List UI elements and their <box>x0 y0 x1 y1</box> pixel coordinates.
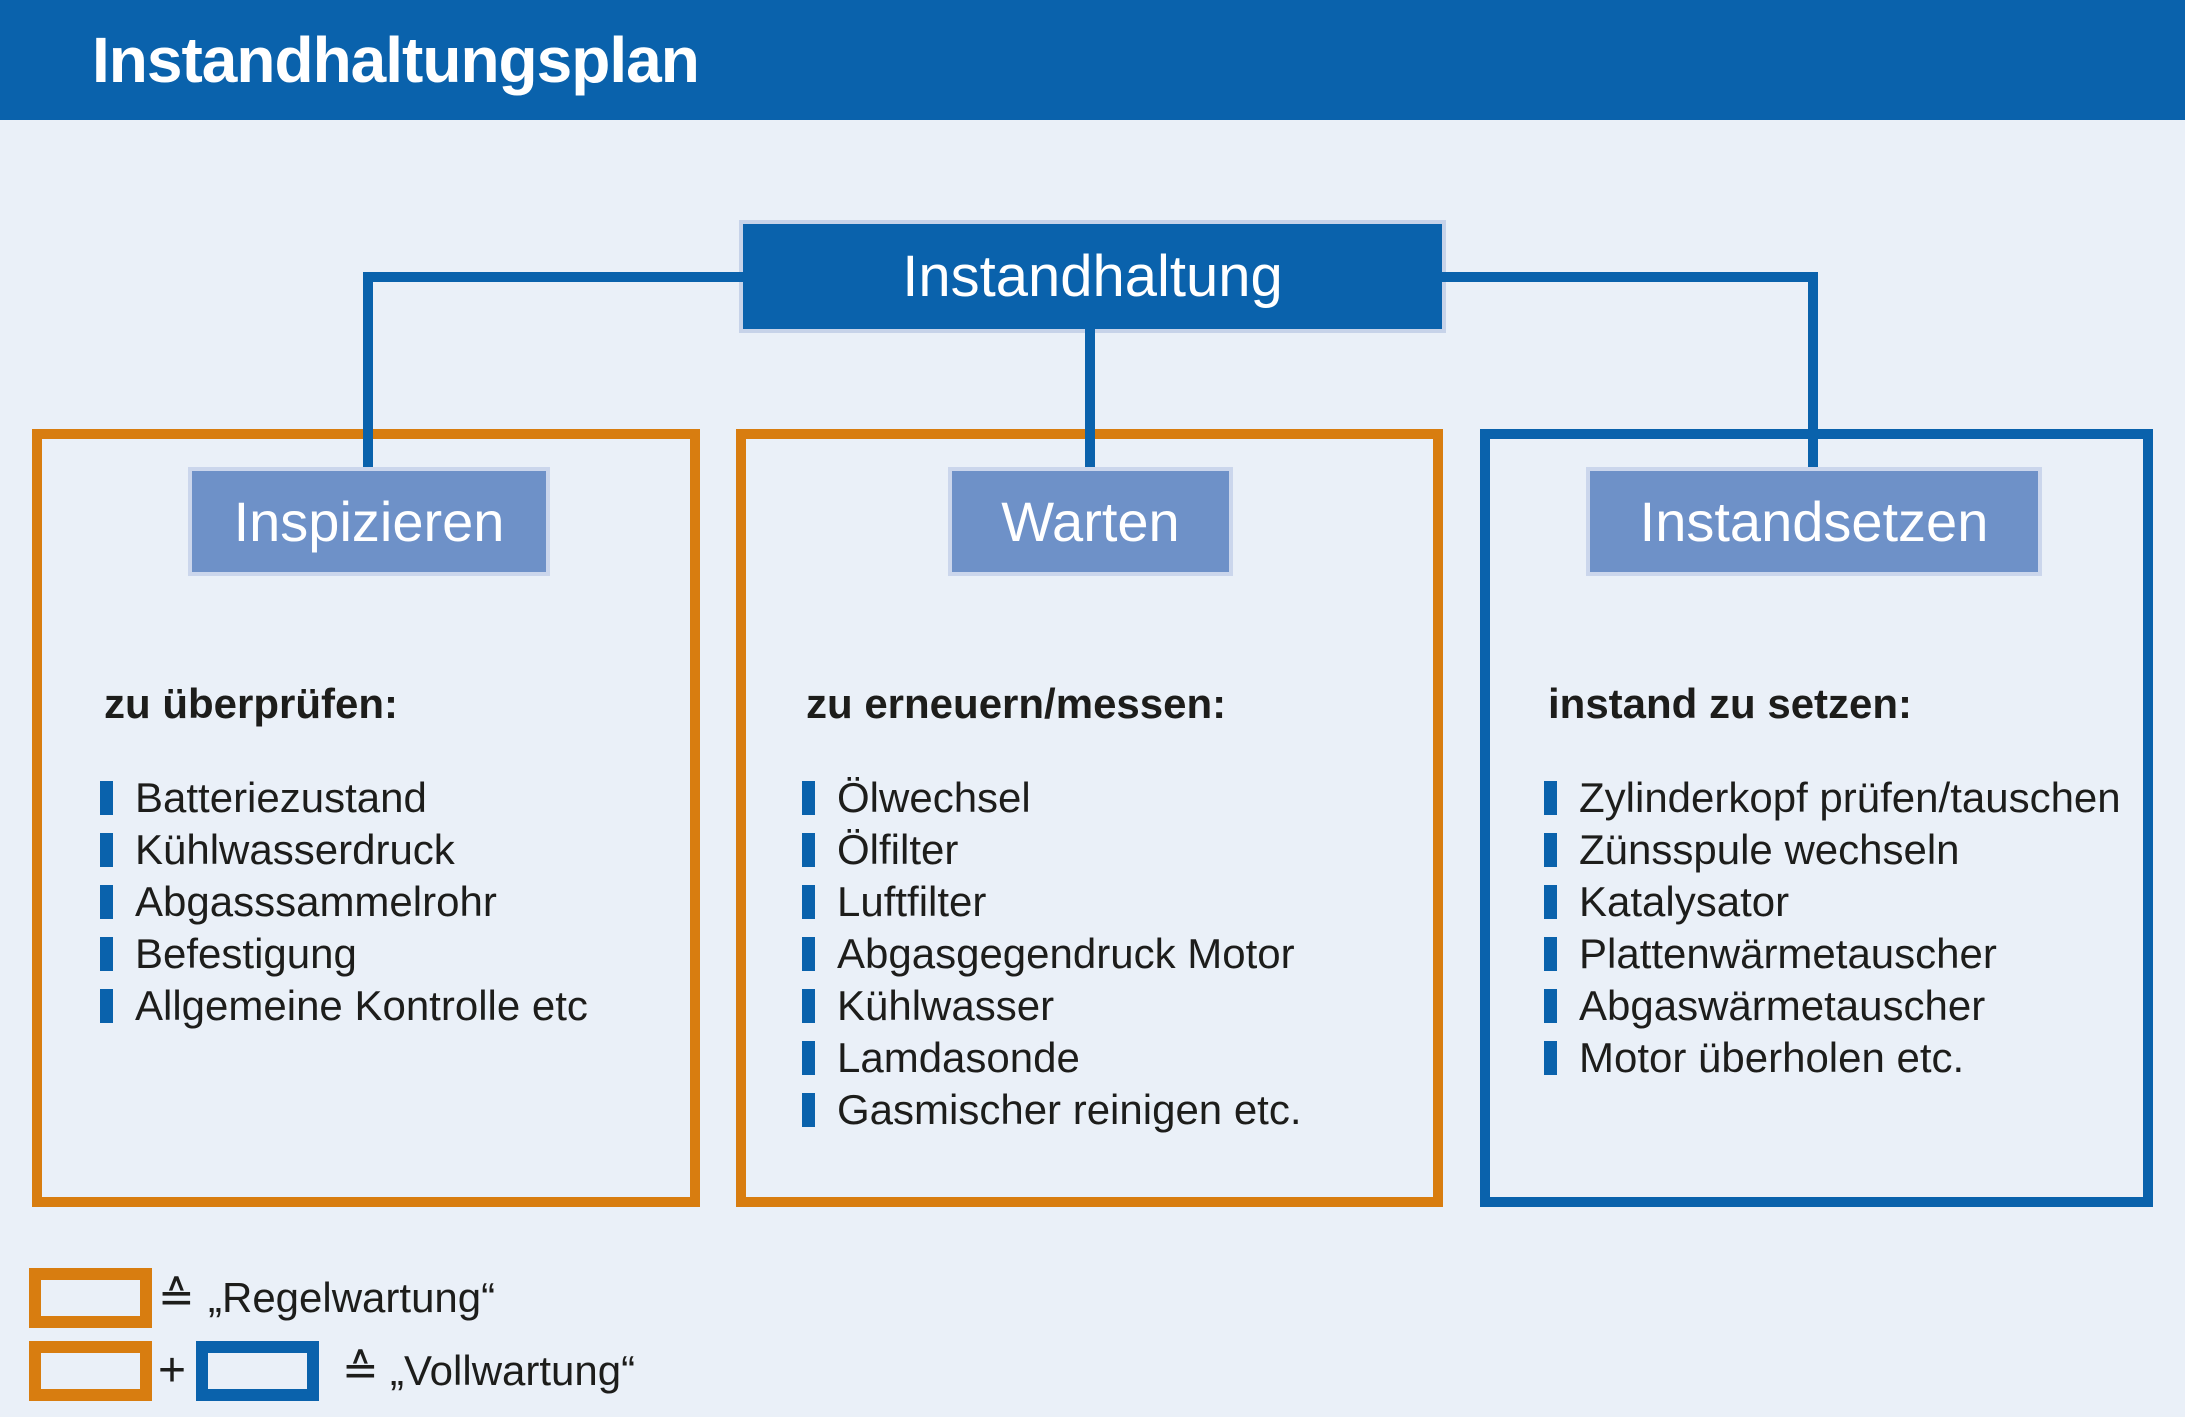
list-item: Abgaswärmetauscher <box>1544 980 2121 1032</box>
list-title-warten: zu erneuern/messen: <box>806 680 1227 727</box>
list-item-label: Gasmischer reinigen etc. <box>837 1086 1302 1133</box>
list-item-label: Plattenwärmetauscher <box>1579 930 1997 977</box>
list-item: Abgasssammelrohr <box>100 876 588 928</box>
list-item-label: Allgemeine Kontrolle etc <box>135 982 588 1029</box>
bullet-icon <box>100 937 113 971</box>
list-item-label: Zylinderkopf prüfen/tauschen <box>1579 774 2121 821</box>
column-header-label: Warten <box>1001 490 1180 553</box>
list-item-label: Lamdasonde <box>837 1034 1080 1081</box>
bullet-icon <box>802 937 815 971</box>
maintenance-list-inspizieren: Batteriezustand Kühlwasserdruck Abgasssa… <box>100 772 588 1032</box>
legend-orange-box <box>29 1341 152 1401</box>
list-item-label: Abgasssammelrohr <box>135 878 497 925</box>
maintenance-list-warten: Ölwechsel Ölfilter Luftfilter Abgasgegen… <box>802 772 1302 1136</box>
root-node-label: Instandhaltung <box>902 244 1283 309</box>
bullet-icon <box>100 885 113 919</box>
list-item-label: Kühlwasser <box>837 982 1055 1029</box>
legend-orange-box <box>29 1268 152 1328</box>
bullet-icon <box>1544 781 1557 815</box>
list-item: Kühlwasser <box>802 980 1302 1032</box>
bullet-icon <box>100 989 113 1023</box>
list-item: Kühlwasserdruck <box>100 824 588 876</box>
list-item-label: Abgasgegendruck Motor <box>837 930 1295 977</box>
list-item-label: Katalysator <box>1579 878 1790 925</box>
column-header-label: Inspizieren <box>233 490 505 553</box>
connector-vertical-middle <box>1085 329 1095 472</box>
list-item: Gasmischer reinigen etc. <box>802 1084 1302 1136</box>
corresponds-symbol-icon: ≙ <box>158 1273 195 1322</box>
list-item: Plattenwärmetauscher <box>1544 928 2121 980</box>
list-item: Lamdasonde <box>802 1032 1302 1084</box>
list-item: Batteriezustand <box>100 772 588 824</box>
list-item-label: Kühlwasserdruck <box>135 826 455 873</box>
root-node: Instandhaltung <box>739 220 1446 333</box>
list-item-label: Luftfilter <box>837 878 987 925</box>
bullet-icon <box>802 781 815 815</box>
bullet-icon <box>1544 989 1557 1023</box>
bullet-icon <box>802 885 815 919</box>
list-item: Katalysator <box>1544 876 2121 928</box>
list-item: Ölwechsel <box>802 772 1302 824</box>
list-item: Zünsspule wechseln <box>1544 824 2121 876</box>
column-header-label: Instandsetzen <box>1639 490 1989 553</box>
list-item: Allgemeine Kontrolle etc <box>100 980 588 1032</box>
list-title-inspizieren: zu überprüfen: <box>104 680 398 727</box>
list-item: Ölfilter <box>802 824 1302 876</box>
column-header-warten: Warten <box>948 467 1233 576</box>
bullet-icon <box>802 833 815 867</box>
list-item-label: Zünsspule wechseln <box>1579 826 1960 873</box>
bullet-icon <box>1544 833 1557 867</box>
bullet-icon <box>1544 1041 1557 1075</box>
legend-label-regelwartung: „Regelwartung“ <box>208 1274 496 1321</box>
list-item-label: Ölwechsel <box>837 774 1031 821</box>
bullet-icon <box>802 1093 815 1127</box>
bullet-icon <box>802 989 815 1023</box>
list-title-instandsetzen: instand zu setzen: <box>1548 680 1913 727</box>
connector-vertical-right <box>1808 272 1818 472</box>
bullet-icon <box>802 1041 815 1075</box>
connector-horizontal-left <box>368 272 743 282</box>
bullet-icon <box>1544 937 1557 971</box>
legend-label-vollwartung: „Vollwartung“ <box>390 1347 636 1394</box>
connector-horizontal-right <box>1442 272 1818 282</box>
list-item-label: Ölfilter <box>837 826 959 873</box>
list-item-label: Befestigung <box>135 930 357 977</box>
corresponds-symbol-icon: ≙ <box>342 1346 379 1395</box>
maintenance-list-instandsetzen: Zylinderkopf prüfen/tauschen Zünsspule w… <box>1544 772 2121 1084</box>
bullet-icon <box>1544 885 1557 919</box>
list-item-label: Batteriezustand <box>135 774 427 821</box>
list-item: Befestigung <box>100 928 588 980</box>
header-bar: Instandhaltungsplan <box>0 0 2185 120</box>
column-header-instandsetzen: Instandsetzen <box>1586 467 2042 576</box>
list-item: Zylinderkopf prüfen/tauschen <box>1544 772 2121 824</box>
list-item: Abgasgegendruck Motor <box>802 928 1302 980</box>
bullet-icon <box>100 833 113 867</box>
list-item-label: Abgaswärmetauscher <box>1579 982 1986 1029</box>
legend-blue-box <box>196 1341 319 1401</box>
page-title: Instandhaltungsplan <box>92 24 700 96</box>
connector-vertical-left <box>363 272 373 472</box>
column-header-inspizieren: Inspizieren <box>188 467 550 576</box>
list-item-label: Motor überholen etc. <box>1579 1034 1965 1081</box>
plus-sign: + <box>158 1344 187 1397</box>
list-item: Motor überholen etc. <box>1544 1032 2121 1084</box>
bullet-icon <box>100 781 113 815</box>
list-item: Luftfilter <box>802 876 1302 928</box>
